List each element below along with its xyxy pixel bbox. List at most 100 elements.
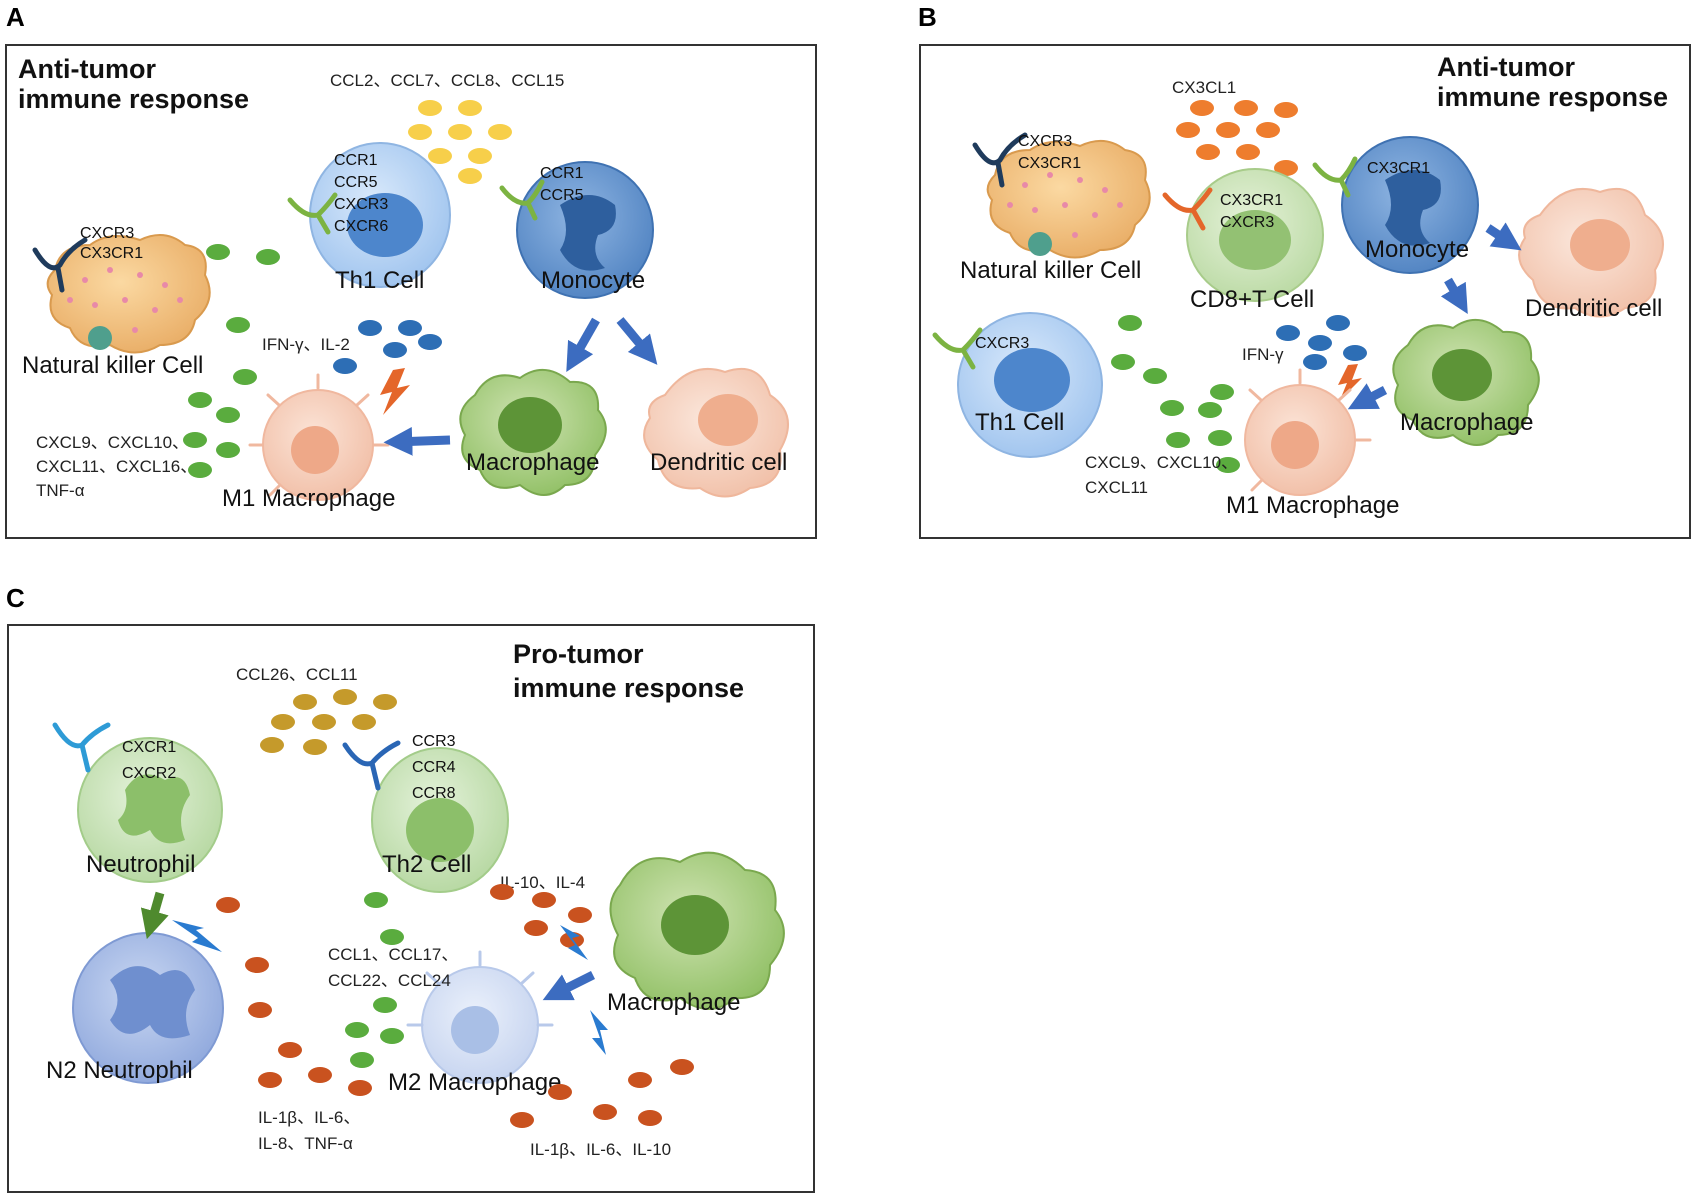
panel-c-n2-neutrophil <box>72 932 224 1084</box>
panel-a-title-line2: immune response <box>18 84 249 114</box>
panel-c-m2-macrophage <box>406 950 554 1084</box>
panel-c-macrophage-label: Macrophage <box>607 989 740 1016</box>
panel-b-cd8-label: CD8+T Cell <box>1190 286 1314 313</box>
panel-c-letter: C <box>6 583 25 613</box>
panel-b: B Anti-tumor immune response CX3CL1 CXCR… <box>918 2 1691 539</box>
panel-c-gold-chemokine-dots <box>260 689 397 755</box>
panel-a-nk-label: Natural killer Cell <box>22 352 203 379</box>
panel-b-monocyte-receptor-icon <box>1312 156 1358 198</box>
panel-c-chemokines-mid-2: CCL22、CCL24 <box>328 971 451 990</box>
panel-b-title-line2: immune response <box>1437 82 1668 112</box>
panel-c-bolt-icon-left <box>172 920 222 952</box>
panel-a-chemokines-top: CCL2、CCL7、CCL8、CCL15 <box>330 71 564 90</box>
panel-c-neutrophil <box>77 737 223 883</box>
panel-a-nk-receptor-1: CXCR3 <box>80 225 134 242</box>
panel-c-neutrophil-receptor-1: CXCR1 <box>122 739 176 756</box>
panel-c-arrow-neutrophil-to-n2 <box>140 891 169 940</box>
panel-c-neutrophil-label: Neutrophil <box>86 851 195 878</box>
panel-a-blue-cytokine-dots <box>333 320 442 374</box>
panel-b-monocyte-receptor: CX3CR1 <box>1367 160 1430 177</box>
panel-b-cd8-receptor-icon <box>1162 187 1213 231</box>
panel-b-chemokine-top: CX3CL1 <box>1172 78 1236 97</box>
panel-b-green-chemokine-dots <box>1111 315 1240 473</box>
panel-a-nk-receptor-2: CX3CR1 <box>80 245 143 262</box>
panel-a-chemokines-bottom-3: TNF-α <box>36 481 85 500</box>
panel-a-th1-receptor-icon <box>287 192 338 235</box>
panel-b-arrow-macrophage-to-m1 <box>1347 383 1388 410</box>
panel-b-arrow-monocyte-to-dendritic <box>1485 222 1522 251</box>
panel-b-cd8-cell <box>1186 168 1324 302</box>
panel-c-th2-receptor-1: CCR3 <box>412 733 456 750</box>
panel-b-cytokine-mid: IFN-γ <box>1242 345 1284 364</box>
panel-c-th2-receptor-icon <box>342 740 401 791</box>
panel-c: C Pro-tumor immune response CCL26、CCL11 … <box>6 583 815 1193</box>
panel-a-m1-label: M1 Macrophage <box>222 485 395 512</box>
panel-a-cytokines-mid: IFN-γ、IL-2 <box>262 335 350 354</box>
panel-a-letter: A <box>6 2 25 32</box>
panel-c-th2-label: Th2 Cell <box>382 851 471 878</box>
panel-a-chemokines-bottom-1: CXCL9、CXCL10、 <box>36 433 189 452</box>
panel-a-chemokines-bottom-2: CXCL11、CXCL16、 <box>36 457 197 476</box>
panel-b-nk-label: Natural killer Cell <box>960 257 1141 284</box>
panel-a-monocyte-receptor-1: CCR1 <box>540 165 584 182</box>
panel-b-monocyte-label: Monocyte <box>1365 236 1469 263</box>
panel-a-bolt-icon <box>380 368 410 415</box>
panel-b-cd8-receptor-2: CXCR3 <box>1220 214 1274 231</box>
panel-b-chemokines-bottom-2: CXCL11 <box>1085 478 1148 497</box>
panel-c-cytokines-th2: IL-10、IL-4 <box>500 873 585 892</box>
panel-b-dendritic-label: Dendritic cell <box>1525 295 1662 322</box>
panel-c-title-line1: Pro-tumor <box>513 639 644 669</box>
panel-a-th1-receptor-3: CXCR3 <box>334 196 388 213</box>
panel-b-blue-cytokine-dots <box>1276 315 1367 370</box>
panel-b-macrophage-label: Macrophage <box>1400 409 1533 436</box>
panel-a-title-line1: Anti-tumor <box>18 54 156 84</box>
panel-a-arrow-macrophage-to-m1 <box>383 426 451 456</box>
panel-a-arrow-monocyte-to-macrophage <box>566 317 600 373</box>
panel-b-monocyte <box>1341 136 1479 274</box>
panel-c-m2-label: M2 Macrophage <box>388 1069 561 1096</box>
panel-b-th1-label: Th1 Cell <box>975 409 1064 436</box>
panel-c-th2-receptor-3: CCR8 <box>412 785 456 802</box>
panel-c-arrow-macrophage-to-m2 <box>542 970 596 1001</box>
panel-c-cytokines-left-2: IL-8、TNF-α <box>258 1134 353 1153</box>
panel-b-th1-receptor-icon <box>932 327 983 370</box>
panel-a-yellow-chemokine-dots <box>408 100 512 184</box>
panel-a-th1-receptor-4: CXCR6 <box>334 218 388 235</box>
panel-b-letter: B <box>918 2 937 32</box>
panel-c-th2-receptor-2: CCR4 <box>412 759 456 776</box>
panel-c-rust-cytokine-dots <box>216 884 694 1128</box>
panel-a-monocyte-label: Monocyte <box>541 267 645 294</box>
panel-c-macrophage <box>609 851 785 1010</box>
panel-a-arrow-monocyte-to-dendritic <box>616 317 658 365</box>
panel-b-cd8-receptor-1: CX3CR1 <box>1220 192 1283 209</box>
panel-c-th2-cell <box>371 747 509 893</box>
panel-c-neutrophil-receptor-icon <box>52 722 111 773</box>
panel-b-th1-receptor: CXCR3 <box>975 335 1029 352</box>
panel-a-monocyte-receptor-2: CCR5 <box>540 187 584 204</box>
panel-b-nk-cell <box>986 139 1151 259</box>
panel-a-monocyte <box>516 161 654 299</box>
panel-b-th1-cell <box>957 312 1103 458</box>
panel-a-th1-receptor-2: CCR5 <box>334 174 378 191</box>
panel-b-title-line1: Anti-tumor <box>1437 52 1575 82</box>
panel-c-bolt-icon-mid <box>560 925 588 960</box>
panel-b-dendritic-cell <box>1518 187 1664 318</box>
panel-b-macrophage <box>1392 319 1540 446</box>
panel-c-neutrophil-receptor-2: CXCR2 <box>122 765 176 782</box>
panel-a-macrophage-label: Macrophage <box>466 449 599 476</box>
panel-b-nk-receptor-1: CXCR3 <box>1018 133 1072 150</box>
panel-a-dendritic-label: Dendritic cell <box>650 449 787 476</box>
panel-c-cytokines-left-1: IL-1β、IL-6、 <box>258 1108 360 1127</box>
panel-b-arrow-monocyte-to-macrophage <box>1440 277 1468 314</box>
panel-b-chemokines-bottom-1: CXCL9、CXCL10、 <box>1085 453 1238 472</box>
panel-c-n2-label: N2 Neutrophil <box>46 1057 193 1084</box>
panel-a-nk-receptor-icon <box>32 237 88 293</box>
panel-b-bolt-icon <box>1338 364 1362 400</box>
panel-b-orange-chemokine-dots <box>1176 100 1298 176</box>
panel-a: A Anti-tumor immune response CCL2、CCL7、C… <box>5 2 817 539</box>
panel-a-macrophage <box>459 369 607 496</box>
panel-a-monocyte-receptor-icon <box>499 179 545 221</box>
panel-c-bolt-icon-right <box>590 1010 608 1055</box>
panel-a-nk-cell <box>46 234 211 354</box>
